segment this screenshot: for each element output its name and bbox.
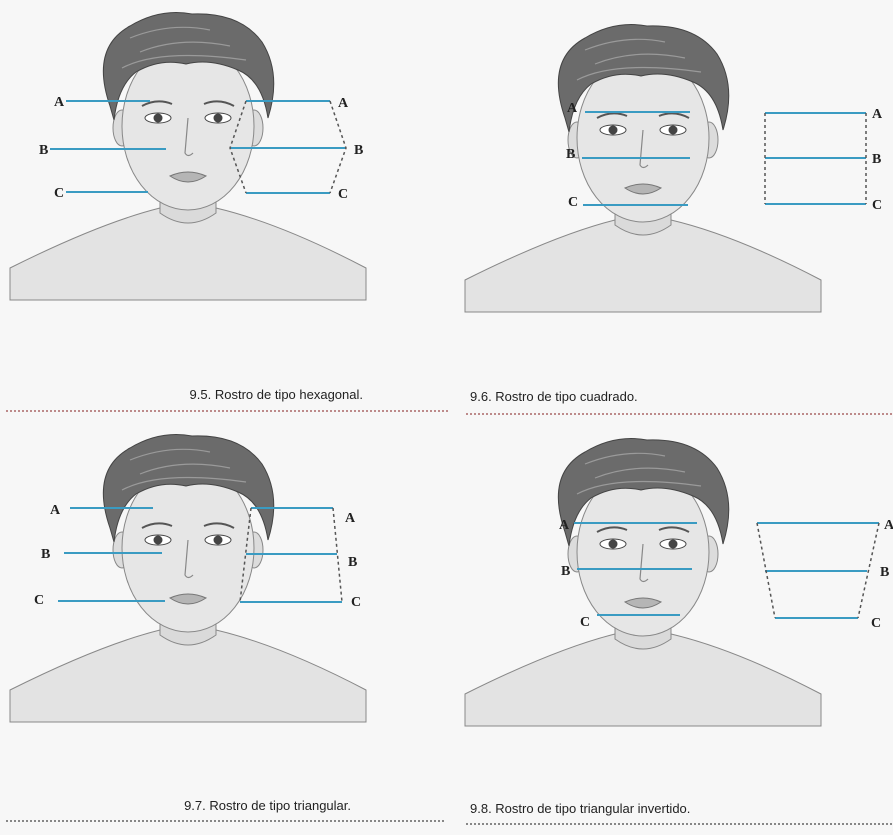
schematic-label-c: C xyxy=(338,187,348,202)
label-c: C xyxy=(54,186,64,201)
schematic-label-a: A xyxy=(884,518,893,533)
label-a: A xyxy=(54,95,65,110)
label-c: C xyxy=(580,615,590,630)
schematic-label-b: B xyxy=(880,565,889,580)
caption-hexagonal: 9.5. Rostro de tipo hexagonal. xyxy=(190,387,363,402)
face-illustration xyxy=(10,13,366,301)
schematic-label-c: C xyxy=(872,198,882,213)
label-b: B xyxy=(39,143,48,158)
panel-inverted-triangular: A B C A B C 9.8. Rostro de tipo triangul… xyxy=(465,439,893,825)
label-b: B xyxy=(566,147,575,162)
caption-triangular: 9.7. Rostro de tipo triangular. xyxy=(184,798,351,813)
panel-hexagonal: A B C A B C 9.5. Rostro de tipo hexagona… xyxy=(6,13,448,412)
label-a: A xyxy=(567,101,578,116)
label-c: C xyxy=(568,195,578,210)
caption-inverted-triangular: 9.8. Rostro de tipo triangular invertido… xyxy=(470,801,690,816)
caption-square: 9.6. Rostro de tipo cuadrado. xyxy=(470,389,638,404)
schematic-label-a: A xyxy=(338,96,349,111)
panel-square: A B C A B C 9.6. Rostro de tipo cuadrado… xyxy=(465,25,893,415)
schematic-label-c: C xyxy=(871,616,881,631)
schematic-label-a: A xyxy=(345,511,356,526)
schematic-label-b: B xyxy=(354,143,363,158)
face-illustration xyxy=(10,435,366,723)
face-illustration xyxy=(465,25,821,313)
label-a: A xyxy=(50,503,61,518)
label-a: A xyxy=(559,518,570,533)
schematic-label-b: B xyxy=(348,555,357,570)
panel-triangular: A B C A B C 9.7. Rostro de tipo triangul… xyxy=(6,435,446,822)
label-b: B xyxy=(561,564,570,579)
label-c: C xyxy=(34,593,44,608)
schematic-label-c: C xyxy=(351,595,361,610)
label-b: B xyxy=(41,547,50,562)
schematic-label-b: B xyxy=(872,152,881,167)
schematic-label-a: A xyxy=(872,107,883,122)
